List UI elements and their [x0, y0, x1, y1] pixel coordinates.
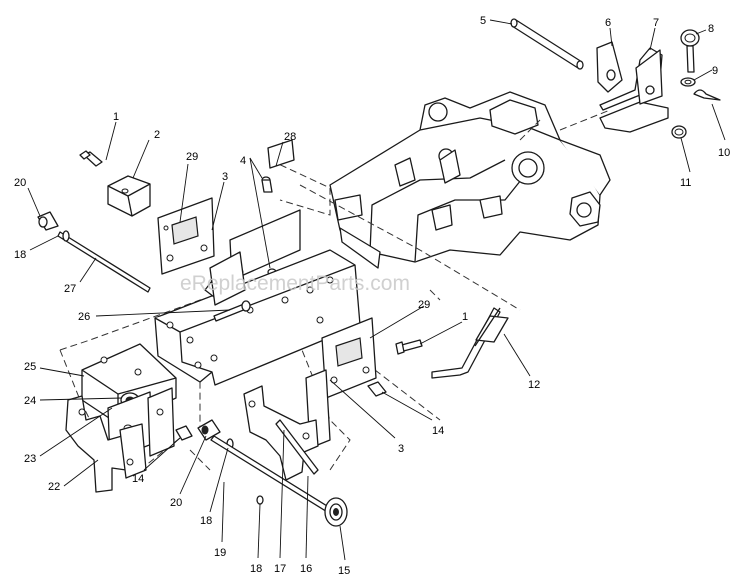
plate-29-lower [321, 317, 377, 399]
shaft-16 [275, 419, 319, 475]
callout-3: 3 [222, 171, 228, 183]
lift-arm-22 [65, 395, 147, 493]
bolt-26 [213, 300, 251, 322]
callout-labels: 1 2 29 4 28 3 20 18 27 26 5 6 7 8 9 10 1… [14, 15, 730, 577]
transmission-housing [329, 91, 611, 269]
callout-28: 28 [284, 131, 296, 143]
callout-8: 8 [708, 23, 714, 35]
callout-14: 14 [432, 425, 444, 437]
hair-pin [693, 89, 721, 101]
spacer-14-right [367, 381, 387, 397]
o-ring [671, 125, 687, 139]
bolt-1-lower [395, 339, 423, 355]
callout-29: 29 [418, 299, 430, 311]
callout-15: 15 [338, 565, 350, 577]
callout-16: 16 [300, 563, 312, 575]
callout-19: 19 [214, 547, 226, 559]
washer-18-left [62, 230, 70, 242]
callout-5: 5 [480, 15, 486, 27]
hitch-pin-ring [680, 29, 700, 73]
wheel-15 [324, 497, 348, 527]
callout-24: 24 [24, 395, 36, 407]
washer-18-end [256, 495, 264, 505]
callout-18: 18 [200, 515, 212, 527]
callout-2: 2 [154, 129, 160, 141]
callout-17: 17 [274, 563, 286, 575]
callout-29: 29 [186, 151, 198, 163]
callout-11: 11 [680, 177, 691, 189]
frame-strut-3-upper [209, 251, 246, 306]
callout-18: 18 [250, 563, 262, 575]
rod-27 [57, 231, 151, 293]
callout-3: 3 [398, 443, 404, 455]
bracket-2 [107, 175, 151, 217]
callout-18: 18 [14, 249, 26, 261]
bolt-top-left [79, 150, 103, 167]
callout-12: 12 [528, 379, 540, 391]
callout-9: 9 [712, 65, 718, 77]
callout-4: 4 [240, 155, 246, 167]
callout-7: 7 [653, 17, 659, 29]
callout-25: 25 [24, 361, 36, 373]
lift-rod-12 [431, 307, 509, 379]
bushing-20-left [37, 211, 59, 231]
spacer-14-left [175, 425, 193, 441]
watermark-text: eReplacementParts.com [180, 272, 410, 295]
callout-6: 6 [605, 17, 611, 29]
callout-20: 20 [170, 497, 182, 509]
callout-1: 1 [113, 111, 119, 123]
plate-29-upper [157, 197, 215, 275]
callout-23: 23 [24, 453, 36, 465]
callout-22: 22 [48, 481, 60, 493]
callout-20: 20 [14, 177, 26, 189]
callout-27: 27 [64, 283, 76, 295]
leader-lines [27, 19, 726, 561]
callout-14: 14 [132, 473, 144, 485]
bracket-plate-inner [147, 387, 175, 457]
callout-26: 26 [78, 311, 90, 323]
washer [680, 77, 696, 87]
bracket-28 [267, 139, 295, 169]
hitch-assembly [510, 18, 669, 133]
callout-1: 1 [462, 311, 468, 323]
bushing-20-lower [197, 419, 221, 441]
callout-10: 10 [718, 147, 730, 159]
